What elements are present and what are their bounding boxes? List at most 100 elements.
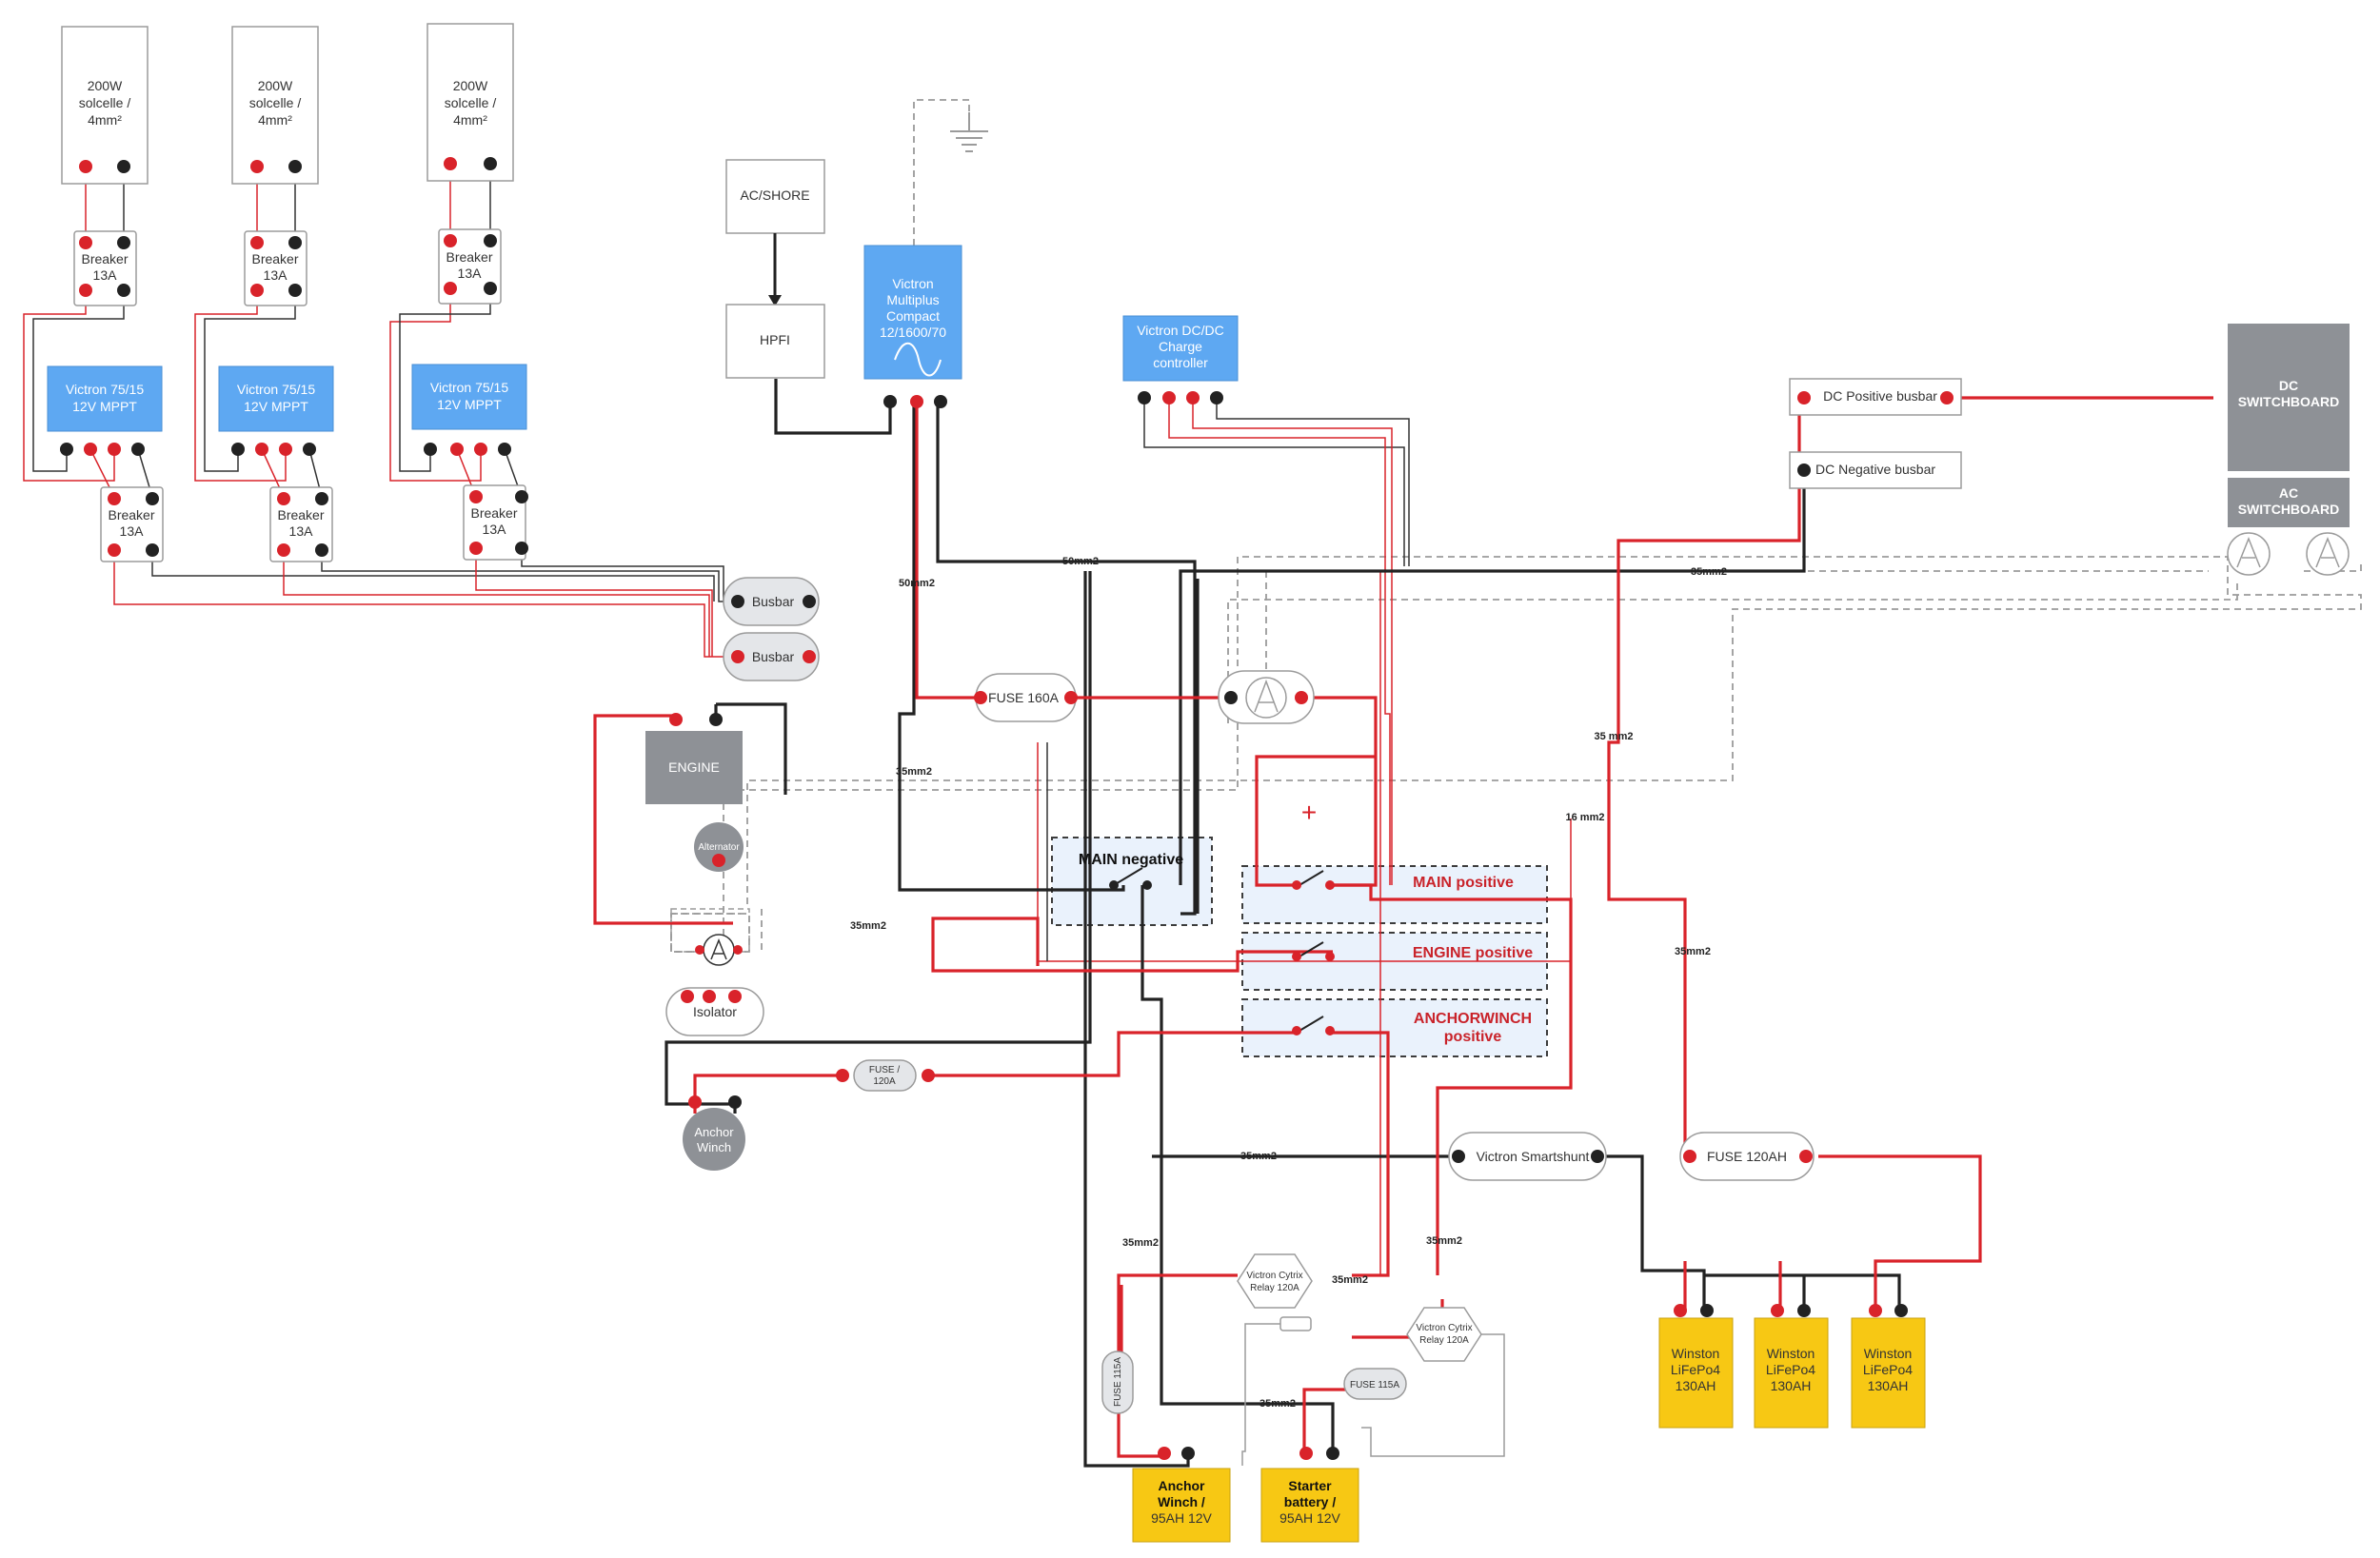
dc-negative-busbar: DC Negative busbar [1789, 451, 1962, 489]
battery-starter-label: Starter [1288, 1478, 1332, 1493]
ammeter-icon [703, 934, 735, 966]
multiplus-line2: Multiplus [886, 292, 939, 307]
solar-panel-2: 200W solcelle / 4mm² [231, 26, 319, 185]
fuse-120ah-label: FUSE 120AH [1707, 1149, 1787, 1164]
battery-anchor-label: Anchor [1159, 1478, 1206, 1493]
cytrix-relay-2: Victron Cytrix Relay 120A [1406, 1307, 1482, 1362]
solar-panel-label-3: 200W [453, 78, 488, 93]
house-battery-3-label: Winston [1864, 1346, 1913, 1361]
alternator-label: Alternator [698, 842, 740, 853]
mppt-model-2: 12V MPPT [244, 399, 308, 414]
anchor-winch-motor-sublabel: Winch [697, 1140, 731, 1154]
fuse-120a-anchor: FUSE / 120A [853, 1059, 917, 1092]
mppt-model-1: 12V MPPT [72, 399, 137, 414]
ac-switchboard: AC SWITCHBOARD [2228, 478, 2350, 527]
solar-panel-label-1: 200W [88, 78, 123, 93]
panel-breaker-rating-1: 13A [93, 267, 118, 283]
mppt-label-2: Victron 75/15 [237, 382, 315, 397]
fuse-115a-vertical: FUSE 115A [1101, 1351, 1134, 1414]
ammeter-frame [670, 908, 750, 953]
plus-icon: + [1301, 798, 1317, 827]
dc-positive-busbar: DC Positive busbar [1789, 378, 1962, 416]
main-negative-label: MAIN negative [1079, 852, 1183, 868]
solar-panel-label-2: 200W [258, 78, 293, 93]
solar-panel-wire-1: 4mm² [88, 112, 122, 128]
wire-label: 35mm2 [1259, 1398, 1296, 1410]
smartshunt-label: Victron Smartshunt [1477, 1149, 1590, 1164]
wire-label: 35mm2 [1332, 1274, 1368, 1286]
fuse-115a-horizontal-label: FUSE 115A [1350, 1380, 1399, 1390]
house-battery-2-chem: LiFePo4 [1766, 1362, 1815, 1377]
relay-terminal [1279, 1316, 1312, 1331]
solar-panel-wire-3: 4mm² [453, 112, 487, 128]
multiplus-inverter: Victron Multiplus Compact 12/1600/70 [863, 245, 962, 380]
terminals [60, 157, 1954, 1460]
wire-label: 35mm2 [1426, 1235, 1462, 1247]
isolator-label: Isolator [693, 1004, 737, 1019]
wire-label: 35mm2 [1691, 566, 1727, 578]
battery-starter: Starter battery / 95AH 12V [1260, 1468, 1359, 1543]
mppt-model-3: 12V MPPT [437, 397, 502, 412]
alternator: Alternator [694, 822, 744, 872]
cytrix-relay-2-label: Victron Cytrix [1416, 1323, 1472, 1333]
anchorwinch-positive-sublabel: positive [1444, 1029, 1502, 1045]
cytrix-relay-1-rating: Relay 120A [1250, 1283, 1299, 1293]
victron-smartshunt: Victron Smartshunt [1448, 1132, 1607, 1181]
busbar-lower: Busbar [723, 632, 820, 681]
fuse-120ah: FUSE 120AH [1679, 1132, 1815, 1181]
mppt-2: Victron 75/15 12V MPPT [218, 365, 334, 432]
mppt-breaker-label-2: Breaker [277, 507, 324, 523]
hpfi-label: HPFI [760, 332, 790, 347]
house-battery-3: Winston LiFePo4 130AH [1851, 1317, 1926, 1429]
house-battery-3-chem: LiFePo4 [1863, 1362, 1913, 1377]
house-battery-1: Winston LiFePo4 130AH [1658, 1317, 1734, 1429]
main-positive-label: MAIN positive [1413, 875, 1514, 891]
switch-icon [1113, 867, 1324, 1032]
mppt-label-3: Victron 75/15 [430, 380, 508, 395]
battery-starter-rating: 95AH 12V [1279, 1510, 1340, 1526]
panel-breaker-label-1: Breaker [81, 251, 128, 266]
mppt-breaker-label-1: Breaker [108, 507, 154, 523]
dc-positive-busbar-label: DC Positive busbar [1823, 388, 1937, 404]
battery-anchor-label2: Winch / [1158, 1494, 1205, 1509]
ac-switchboard-label: AC [2279, 485, 2298, 501]
mppt-1: Victron 75/15 12V MPPT [47, 365, 163, 432]
engine-label: ENGINE [668, 759, 720, 775]
anchorwinch-positive-label: ANCHORWINCH [1414, 1011, 1532, 1027]
dcdc-charger: Victron DC/DC Charge controller [1122, 315, 1239, 382]
ammeter-icon [1254, 679, 1279, 713]
busbar-upper: Busbar [723, 577, 820, 626]
dcdc-wiring [1037, 398, 1572, 1275]
mppt-breaker-1: Breaker 13A [100, 486, 164, 562]
multiplus-model: 12/1600/70 [880, 325, 946, 340]
solar-panel-3: 200W solcelle / 4mm² [426, 23, 514, 182]
house-battery-1-label: Winston [1672, 1346, 1720, 1361]
ammeter-main [1218, 670, 1315, 724]
solar-panel-1: 200W solcelle / 4mm² [61, 26, 149, 185]
signal-dashed-wiring [670, 99, 2362, 953]
dcdc-label: Victron DC/DC [1137, 323, 1224, 338]
anchor-winch-motor: Anchor Winch [683, 1108, 745, 1171]
fuse-160a: FUSE 160A [975, 673, 1077, 722]
mppt-label-1: Victron 75/15 [66, 382, 144, 397]
busbar-lower-label: Busbar [752, 649, 795, 664]
fuse-115a-vertical-label: FUSE 115A [1113, 1357, 1123, 1407]
engine-block: ENGINE [645, 731, 743, 804]
panel-breaker-label-3: Breaker [446, 249, 492, 265]
panel-breaker-rating-3: 13A [458, 266, 483, 281]
ammeter-icon [2306, 532, 2350, 576]
mppt-breaker-label-3: Breaker [470, 505, 517, 521]
cytrix-relay-1-label: Victron Cytrix [1246, 1271, 1302, 1281]
mppt-breaker-3: Breaker 13A [463, 484, 526, 561]
fuse-120a-label: FUSE / [869, 1065, 900, 1075]
wire-label: 16 mm2 [1566, 812, 1605, 823]
sine-wave-icon [894, 342, 942, 377]
ground-icon [950, 112, 988, 152]
negative-wiring [664, 379, 1901, 1468]
house-battery-1-cap: 130AH [1676, 1378, 1716, 1393]
cytrix-relay-1: Victron Cytrix Relay 120A [1237, 1253, 1313, 1309]
main-positive-zone [1241, 865, 1548, 924]
wire-label: 35mm2 [896, 766, 932, 778]
wire-label: 35mm2 [1240, 1151, 1277, 1162]
